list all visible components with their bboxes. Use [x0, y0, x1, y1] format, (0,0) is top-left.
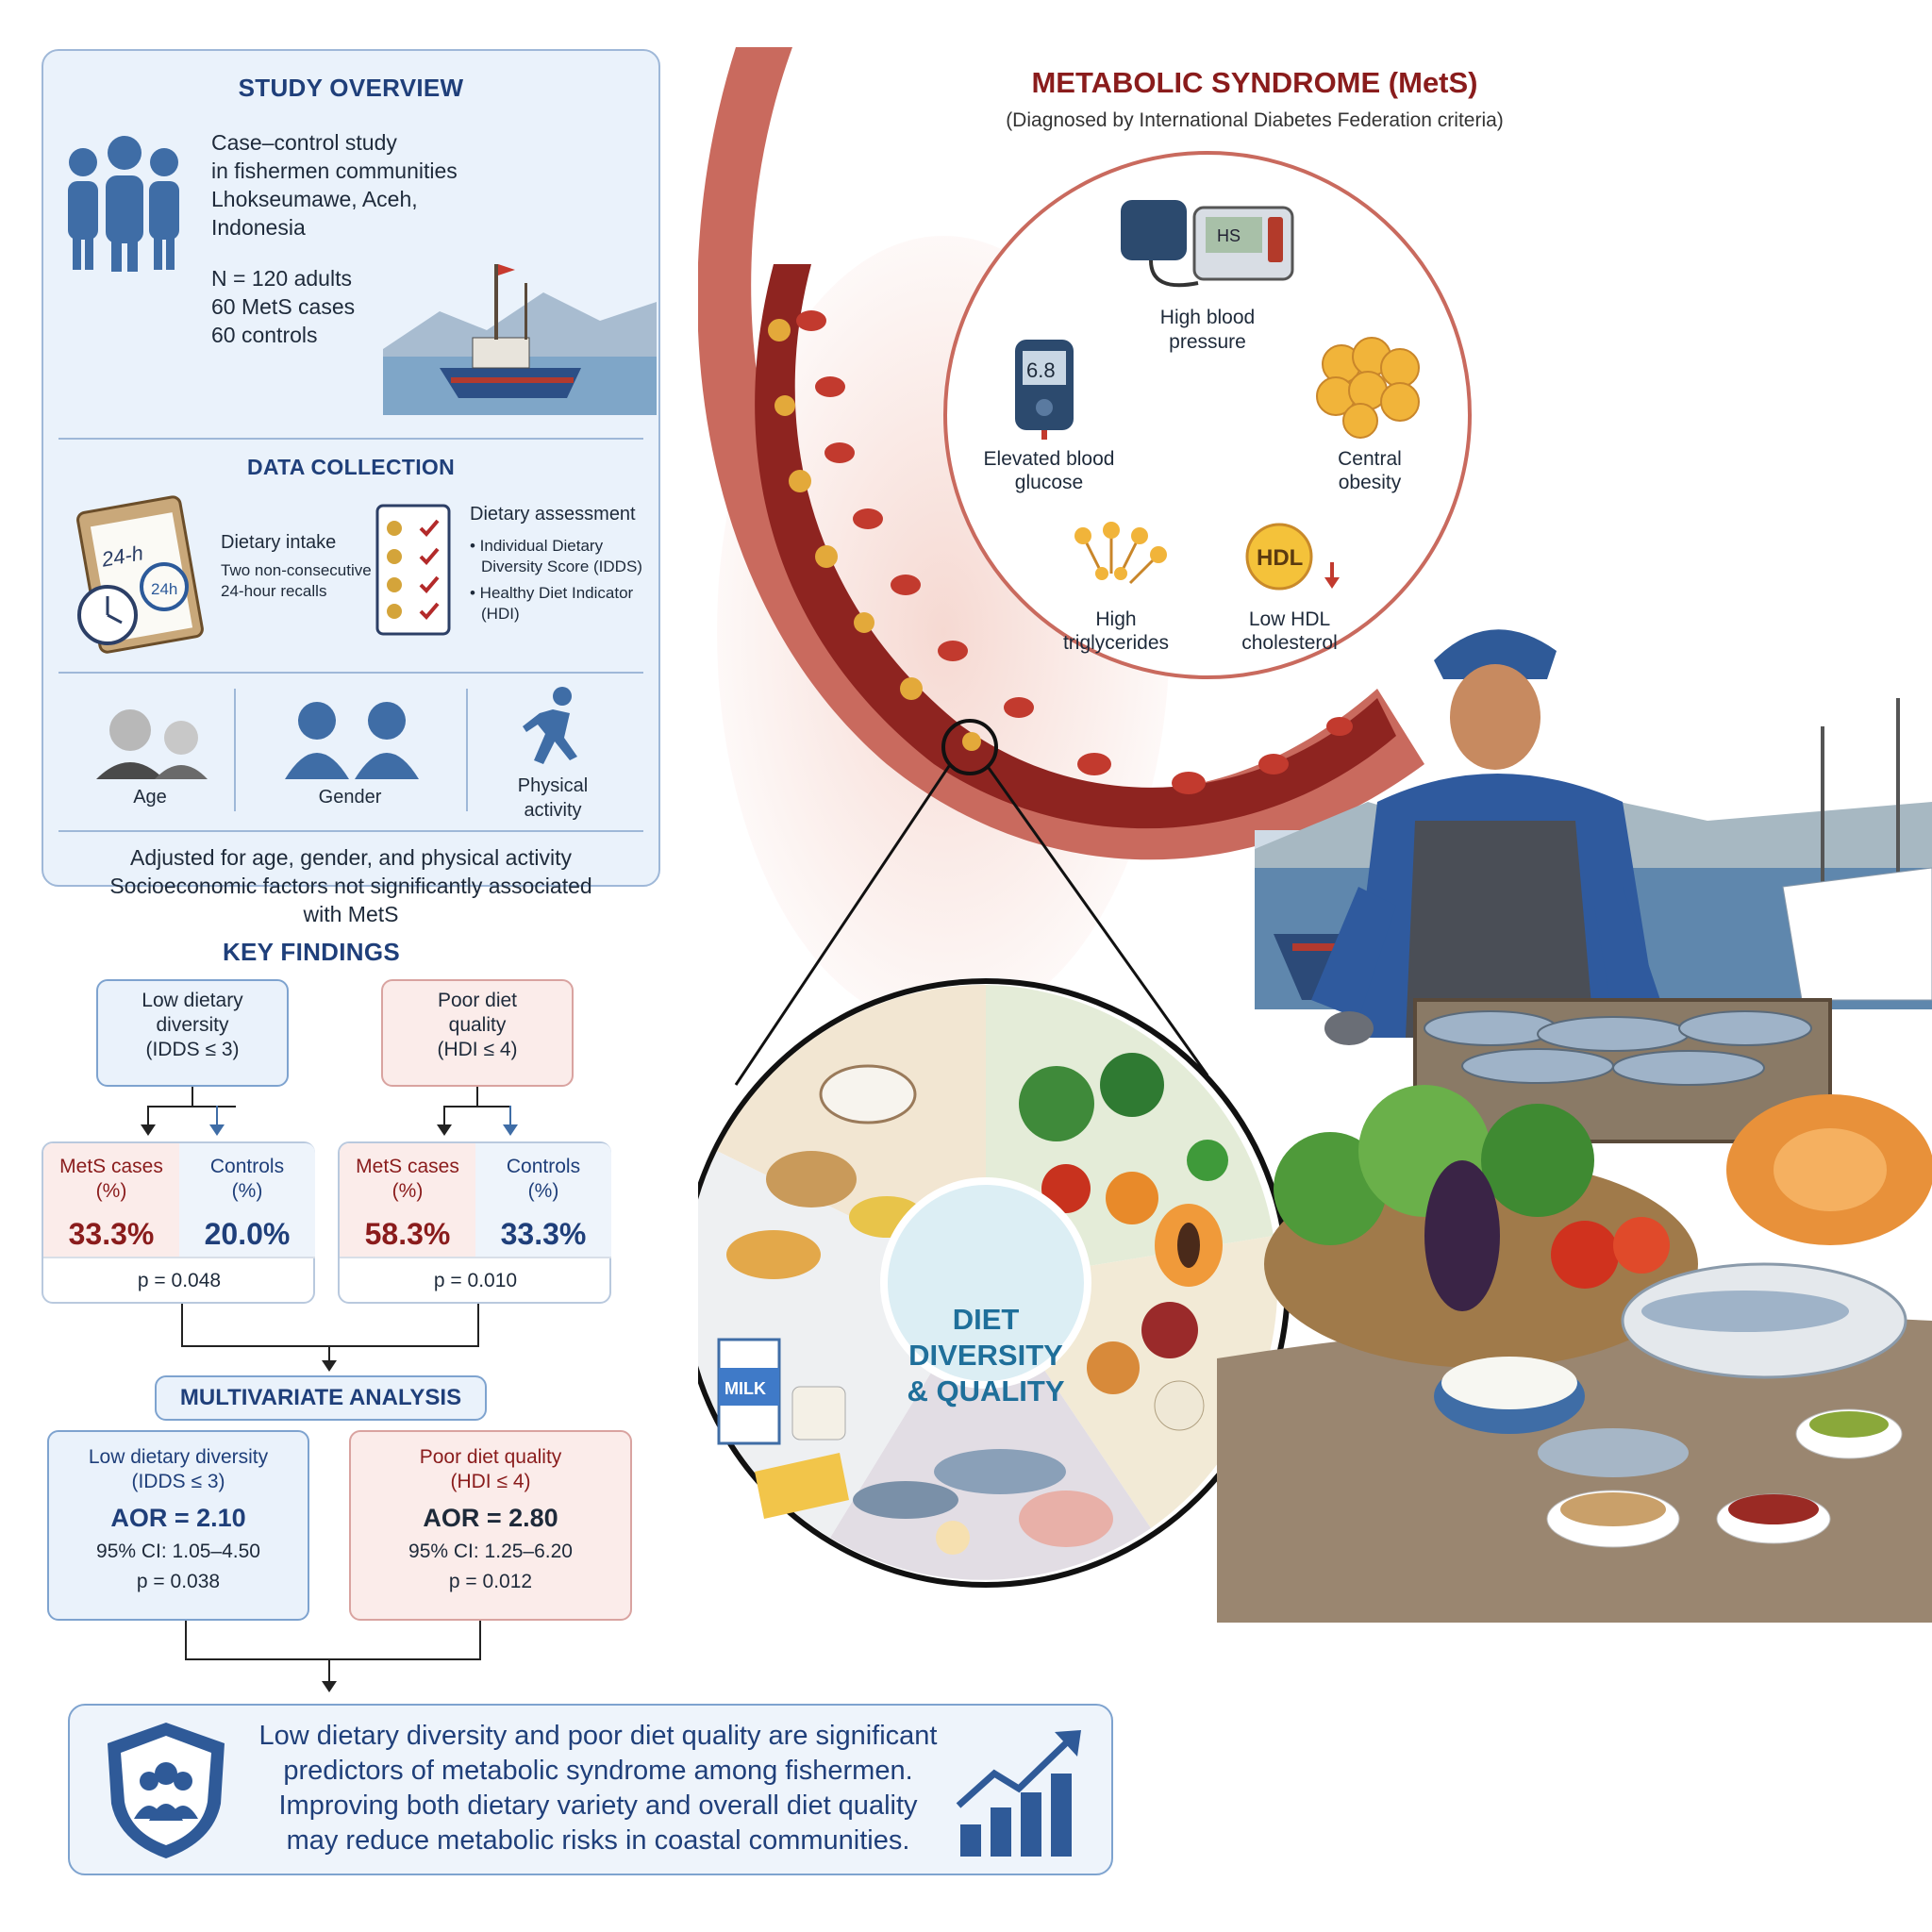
quality-controls-value: 33.3% — [500, 1217, 587, 1251]
rising-chart-icon — [956, 1730, 1081, 1857]
fisherman-market-illustration — [1217, 629, 1932, 1623]
milk-label: MILK — [724, 1379, 766, 1398]
conclusion-text: Low dietary diversity and poor diet qual… — [258, 1721, 938, 1856]
diet-plate-center-label: DIET DIVERSITY & QUALITY — [907, 1303, 1065, 1407]
quality-cases-value: 58.3% — [364, 1217, 451, 1251]
dietary-assessment-block: Dietary assessment • Individual Dietary … — [470, 504, 642, 623]
age-icon — [96, 709, 208, 779]
glucometer-reading: 6.8 — [1026, 358, 1056, 382]
quality-p-value: p = 0.010 — [433, 1270, 518, 1291]
conclusion-box: Low dietary diversity and poor diet qual… — [68, 1704, 1113, 1875]
clipboard-clock-icon: 24-h 24h — [76, 495, 204, 654]
study-overview-panel: STUDY OVERVIEW Case–control study in fis… — [42, 49, 660, 926]
gender-label: Gender — [318, 787, 382, 808]
controls-label: Controls(%) — [209, 1156, 285, 1202]
physical-activity-label: Physical activity — [517, 775, 589, 821]
gender-icon — [285, 702, 419, 779]
diversity-controls-value: 20.0% — [204, 1217, 291, 1251]
blood-pressure-monitor-icon: HS — [1121, 200, 1294, 288]
triglycerides-icon — [1074, 522, 1167, 585]
low-hdl-icon: HDL — [1245, 523, 1340, 591]
multivariate-quality-box: Poor diet quality (HDI ≤ 4) AOR = 2.80 9… — [349, 1430, 632, 1621]
key-findings-title: KEY FINDINGS — [222, 938, 401, 966]
data-collection-title: DATA COLLECTION — [247, 455, 455, 479]
fishing-boat-illustration — [383, 264, 657, 415]
sample-size-text: N = 120 adults 60 MetS cases 60 controls — [211, 266, 356, 347]
multivariate-diversity-box: Low dietary diversity (IDDS ≤ 3) AOR = 2… — [47, 1430, 309, 1621]
age-label: Age — [133, 787, 167, 808]
study-design-text: Case–control study in fishermen communit… — [211, 130, 458, 240]
adjustment-note: Adjusted for age, gender, and physical a… — [109, 845, 592, 926]
cases-label: MetS cases(%) — [356, 1156, 459, 1202]
quality-comparison-box: MetS cases(%) Controls(%) 58.3% 33.3% p … — [338, 1141, 611, 1304]
cases-label: MetS cases(%) — [59, 1156, 163, 1202]
study-overview-title: STUDY OVERVIEW — [238, 74, 464, 102]
dietary-intake-block: Dietary intake Two non-consecutive 24-ho… — [221, 532, 372, 600]
people-icon — [68, 136, 179, 272]
shield-people-icon — [108, 1723, 225, 1858]
mets-subtitle: (Diagnosed by International Diabetes Fed… — [1006, 109, 1504, 131]
checklist-icon — [375, 504, 451, 636]
clock-label: 24h — [151, 580, 177, 598]
bp-screen-label: HS — [1217, 226, 1241, 245]
diversity-cases-value: 33.3% — [68, 1217, 155, 1251]
diversity-comparison-box: MetS cases(%) Controls(%) 33.3% 20.0% p … — [42, 1141, 315, 1304]
mets-title: METABOLIC SYNDROME (MetS) — [1031, 66, 1478, 99]
glucometer-icon: 6.8 — [1015, 340, 1074, 440]
quality-header-box: Poor diet quality (HDI ≤ 4) — [381, 979, 574, 1087]
multivariate-title: MULTIVARIATE ANALYSIS — [155, 1375, 487, 1421]
fat-cells-icon — [1316, 337, 1420, 439]
diversity-p-value: p = 0.048 — [137, 1270, 222, 1291]
controls-label: Controls(%) — [506, 1156, 581, 1202]
diet-plate: MILK — [698, 978, 1291, 1588]
diversity-header-box: Low dietary diversity (IDDS ≤ 3) — [96, 979, 289, 1087]
running-person-icon — [523, 687, 577, 764]
hdl-badge-label: HDL — [1257, 545, 1303, 571]
